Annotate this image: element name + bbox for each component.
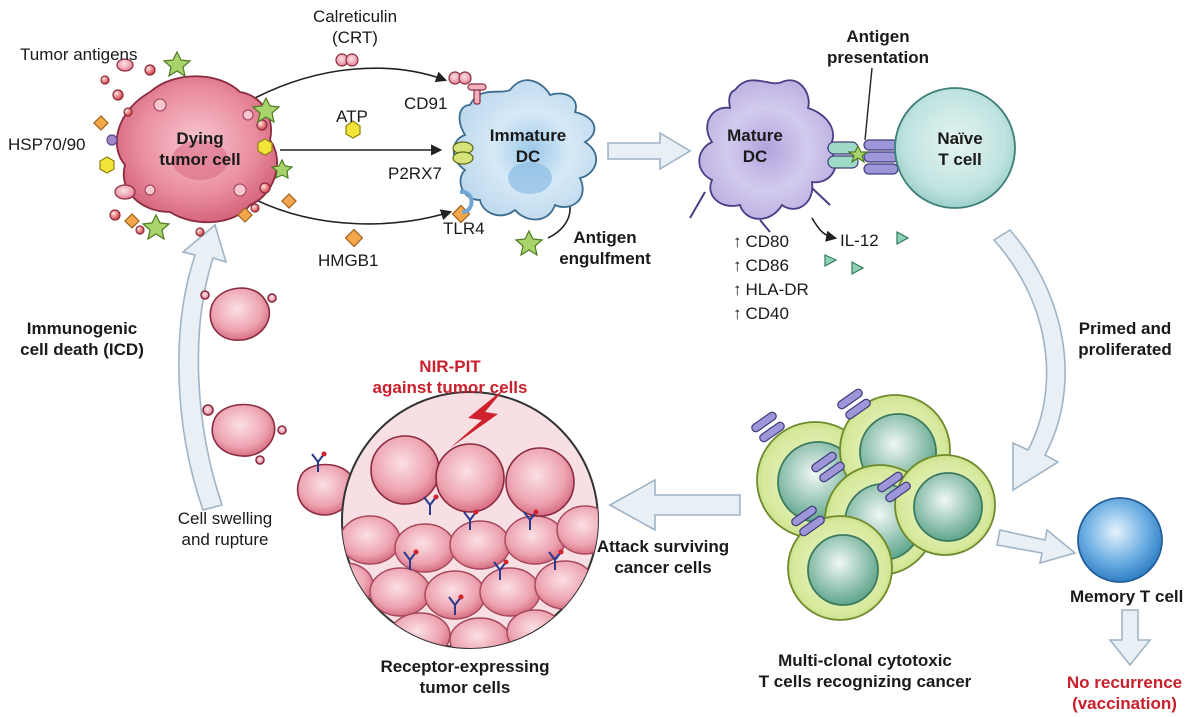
label-cd91: CD91 bbox=[404, 94, 448, 113]
hmgb1-molecules bbox=[93, 115, 471, 248]
label-il12: IL-12 bbox=[840, 231, 879, 250]
marker-hla-dr: ↑HLA-DR bbox=[733, 280, 809, 299]
hmgb1-arrow bbox=[251, 197, 453, 225]
tumor-debris bbox=[100, 58, 271, 237]
label-swelling-line2: and rupture bbox=[181, 530, 269, 549]
label-immature-dc: Immature DC bbox=[478, 125, 578, 167]
priming-arrow bbox=[992, 228, 1066, 492]
attack-arrow bbox=[608, 478, 741, 532]
label-tlr4: TLR4 bbox=[443, 219, 485, 238]
label-icd-line2: cell death (ICD) bbox=[20, 340, 144, 359]
label-immature-line2: DC bbox=[515, 147, 541, 166]
label-swelling-line1: Cell swelling bbox=[177, 509, 273, 528]
mhc-tcr-complex bbox=[827, 139, 899, 175]
tumor-antigen-stars bbox=[141, 50, 544, 257]
label-dying-line1: Dying bbox=[176, 129, 224, 148]
mature-dc bbox=[689, 79, 837, 233]
label-nirpit-line2: against tumor cells bbox=[372, 378, 528, 397]
atp-molecules bbox=[99, 120, 361, 174]
swelling-cells bbox=[200, 287, 355, 516]
memory-arrow bbox=[996, 528, 1077, 565]
label-primed-line1: Primed and bbox=[1078, 319, 1172, 338]
label-multiclonal-ctl: Multi-clonal cytotoxic T cells recognizi… bbox=[735, 650, 995, 692]
ctl-cell bbox=[894, 454, 996, 556]
p2rx7-receptor bbox=[452, 141, 474, 165]
label-attack-line1: Attack surviving bbox=[596, 537, 730, 556]
label-multiclonal-line1: Multi-clonal cytotoxic bbox=[778, 651, 952, 670]
label-mature-dc: Mature DC bbox=[710, 125, 800, 167]
label-icd-line1: Immunogenic bbox=[26, 319, 138, 338]
label-attack-line2: cancer cells bbox=[614, 558, 712, 577]
memory-t-cell bbox=[1077, 497, 1163, 583]
il12-molecules bbox=[824, 230, 910, 276]
crt-molecule bbox=[335, 53, 472, 85]
marker-cd40: ↑CD40 bbox=[733, 304, 789, 323]
label-calreticulin-line2: (CRT) bbox=[332, 28, 378, 47]
ctl-cell bbox=[787, 515, 893, 621]
dying-tumor-cell bbox=[115, 75, 278, 224]
label-primed-line2: proliferated bbox=[1078, 340, 1172, 359]
label-primed-proliferated: Primed and proliferated bbox=[1060, 318, 1190, 360]
swelling-cell bbox=[200, 287, 277, 341]
label-p2rx7: P2RX7 bbox=[388, 164, 442, 183]
label-multiclonal-line2: T cells recognizing cancer bbox=[758, 672, 972, 691]
label-atp: ATP bbox=[336, 107, 368, 126]
label-no-recurrence: No recurrence (vaccination) bbox=[1052, 672, 1197, 714]
tlr4-receptor bbox=[459, 189, 474, 214]
label-attack-surviving: Attack surviving cancer cells bbox=[588, 536, 738, 578]
swollen-tumor-cell bbox=[505, 447, 575, 517]
label-receptor-line2: tumor cells bbox=[419, 678, 511, 697]
label-immature-line1: Immature bbox=[489, 126, 567, 145]
cycle-arrows bbox=[178, 131, 1152, 667]
tumor-tissue-circle bbox=[311, 388, 599, 649]
label-calreticulin: Calreticulin (CRT) bbox=[300, 6, 410, 48]
naive-t-cell bbox=[894, 87, 1016, 209]
il12-arrow bbox=[811, 217, 838, 242]
label-nir-pit: NIR-PIT against tumor cells bbox=[350, 356, 550, 398]
label-presentation-line1: Antigen bbox=[846, 27, 910, 46]
tcr-receptors bbox=[751, 388, 911, 537]
label-antigen-engulfment: Antigen engulfment bbox=[550, 227, 660, 269]
immature-dc bbox=[452, 79, 598, 221]
label-mature-line2: DC bbox=[742, 147, 768, 166]
memory-down-arrow bbox=[1108, 609, 1152, 667]
label-receptor-expressing: Receptor-expressing tumor cells bbox=[355, 656, 575, 698]
label-naive-line2: T cell bbox=[938, 150, 982, 169]
label-icd: Immunogenic cell death (ICD) bbox=[2, 318, 162, 360]
nir-light-bolt bbox=[450, 388, 505, 448]
icd-cycle-arrow bbox=[178, 223, 228, 511]
label-calreticulin-line1: Calreticulin bbox=[312, 7, 398, 26]
label-engulf-line1: Antigen bbox=[573, 228, 637, 247]
label-cell-swelling: Cell swelling and rupture bbox=[160, 508, 290, 550]
label-naive-line1: Naïve bbox=[937, 129, 983, 148]
dc-maturation-arrow bbox=[607, 131, 692, 171]
crt-arrow bbox=[254, 67, 448, 99]
label-hsp: HSP70/90 bbox=[8, 135, 86, 154]
label-norecur-line1: No recurrence bbox=[1066, 673, 1183, 692]
label-engulf-line2: engulfment bbox=[559, 249, 651, 268]
label-presentation-line2: presentation bbox=[826, 48, 930, 67]
label-hmgb1: HMGB1 bbox=[318, 251, 379, 270]
swollen-tumor-cell bbox=[370, 435, 440, 505]
label-naive-t-cell: Naïve T cell bbox=[920, 128, 1000, 170]
label-antigen-presentation: Antigen presentation bbox=[818, 26, 938, 68]
cd91-receptor bbox=[467, 83, 487, 105]
label-nirpit-line1: NIR-PIT bbox=[419, 357, 481, 376]
label-memory-t-cell: Memory T cell bbox=[1070, 587, 1184, 606]
costim-marker-list: ↑CD80 ↑CD86 ↑HLA-DR ↑CD40 bbox=[733, 230, 809, 326]
label-tumor-antigens: Tumor antigens bbox=[20, 45, 138, 64]
label-dying-line2: tumor cell bbox=[159, 150, 241, 169]
rupturing-cell bbox=[202, 403, 287, 465]
label-mature-line1: Mature bbox=[727, 126, 783, 145]
marker-cd80: ↑CD80 bbox=[733, 232, 789, 251]
label-receptor-line1: Receptor-expressing bbox=[380, 657, 550, 676]
marker-cd86: ↑CD86 bbox=[733, 256, 789, 275]
label-norecur-line2: (vaccination) bbox=[1072, 694, 1177, 713]
presentation-pointer bbox=[864, 67, 873, 141]
cytotoxic-t-cells bbox=[756, 394, 996, 621]
label-dying-tumor-cell: Dying tumor cell bbox=[140, 128, 260, 170]
swollen-tumor-cell bbox=[435, 443, 505, 513]
